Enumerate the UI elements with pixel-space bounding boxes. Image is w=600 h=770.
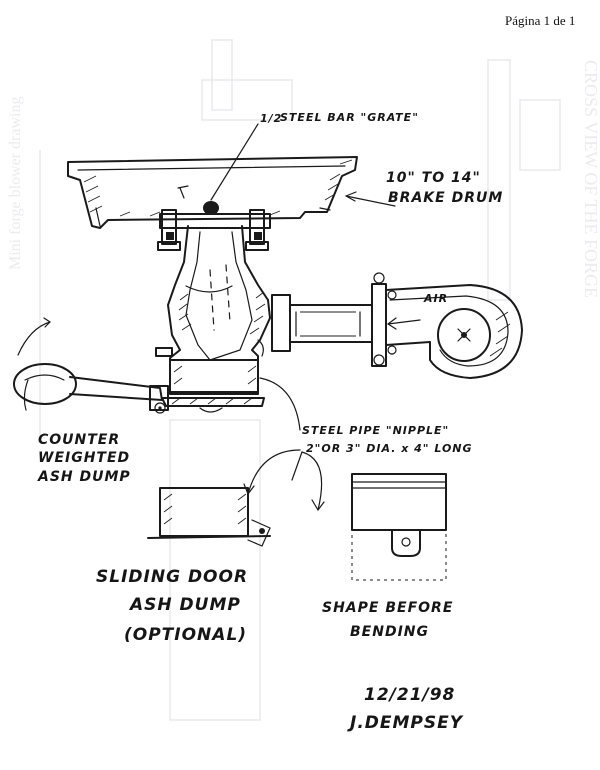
date-label: 12/21/98 [364, 685, 455, 705]
air-label: AIR [423, 292, 448, 305]
drum-size-label: 10" TO 14" [386, 170, 481, 186]
pipe-label-line1: STEEL PIPE "NIPPLE" [302, 424, 449, 437]
brake-drum-label: BRAKE DRUM [388, 190, 503, 206]
bolt-flange [157, 209, 271, 251]
grate-fraction-label: 1/2 [260, 112, 282, 125]
svg-text:Mini forge blower drawing: Mini forge blower drawing [7, 97, 24, 270]
sliding-door-line1: SLIDING DOOR [96, 567, 248, 587]
shape-before-line1: SHAPE BEFORE [322, 600, 453, 616]
counter-weighted-line3: ASH DUMP [37, 469, 131, 485]
bleed-through-background: CROSS VIEW OF THE FORGE Mini forge blowe… [7, 39, 600, 721]
brake-drum [67, 156, 358, 229]
pipe-label-line2: 2"OR 3" DIA. x 4" LONG [306, 442, 473, 455]
page-number: Página 1 de 1 [505, 13, 576, 28]
sliding-door-part [147, 487, 271, 547]
shape-before-line2: BENDING [350, 624, 429, 640]
counter-weight-handle [13, 317, 169, 414]
grate-label: STEEL BAR "GRATE" [280, 111, 419, 124]
pipe-tee-body [155, 225, 271, 413]
svg-text:CROSS VIEW OF THE FORGE: CROSS VIEW OF THE FORGE [581, 60, 600, 298]
counter-weighted-line1: COUNTER [38, 432, 120, 448]
author-signature: J.DEMPSEY [347, 713, 464, 733]
annotation-leaders [243, 191, 421, 511]
blower-housing [385, 284, 523, 379]
sliding-door-line2: ASH DUMP [128, 595, 241, 615]
counter-weighted-line2: WEIGHTED [38, 450, 130, 466]
flat-pattern-part [351, 473, 447, 581]
sliding-door-line3: (OPTIONAL) [124, 625, 247, 645]
air-inlet-pipe [271, 272, 397, 367]
grate-bar [177, 123, 259, 215]
